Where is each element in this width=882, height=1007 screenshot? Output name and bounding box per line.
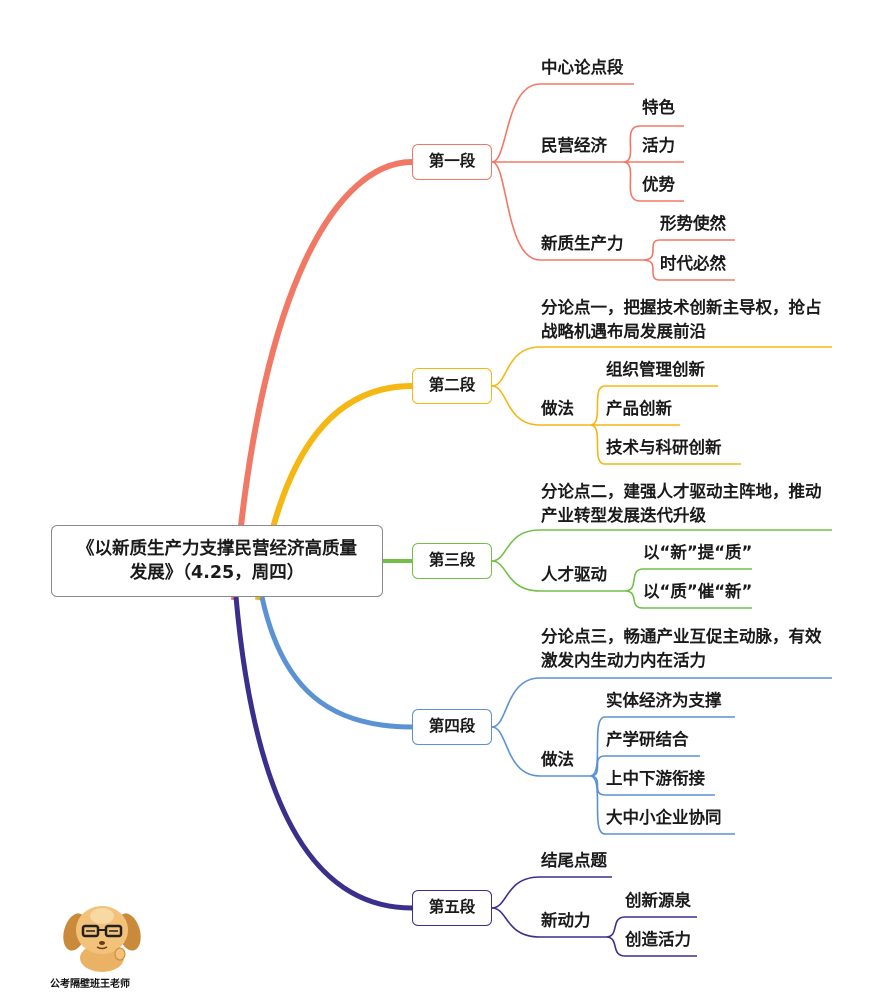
section-3-node: 第三段 bbox=[412, 543, 492, 579]
s2-link-method bbox=[491, 385, 590, 426]
s3-sub-talent bbox=[624, 568, 752, 609]
s1-sub-economy bbox=[622, 125, 684, 202]
s2-tech-innovation: 技术与科研创新 bbox=[606, 438, 722, 457]
trunk-4 bbox=[259, 596, 413, 730]
s1-advantage: 优势 bbox=[642, 175, 675, 194]
s4-link-point bbox=[491, 677, 832, 728]
s4-industry-academia: 产学研结合 bbox=[606, 730, 689, 749]
cartoon-dog-with-glasses-icon bbox=[63, 906, 141, 972]
s1-private-economy: 民营经济 bbox=[541, 136, 607, 155]
s1-new-productivity: 新质生产力 bbox=[541, 234, 624, 253]
trunk-5 bbox=[233, 596, 413, 911]
root-topic: 《以新质生产力支撑民营经济高质量 发展》（4.25，周四） bbox=[51, 525, 383, 597]
s1-sub-newforce bbox=[642, 239, 735, 281]
s4-supply-chain: 上中下游衔接 bbox=[606, 769, 705, 788]
s4-real-economy: 实体经济为支撑 bbox=[606, 691, 722, 710]
s5-ending: 结尾点题 bbox=[541, 851, 607, 870]
s2-product-innovation: 产品创新 bbox=[606, 399, 672, 418]
s3-new-quality: 以“新”提“质” bbox=[643, 543, 753, 562]
s1-era: 时代必然 bbox=[660, 254, 726, 273]
s5-link-newpower bbox=[491, 907, 606, 938]
s2-link-point bbox=[491, 346, 832, 387]
s2-sub-argument: 分论点一，把握技术创新主导权，抢占战略机遇布局发展前沿 bbox=[541, 298, 822, 341]
s4-method: 做法 bbox=[541, 750, 574, 769]
s2-method: 做法 bbox=[541, 399, 574, 418]
root-title-line2: 发展》（4.25，周四） bbox=[129, 563, 305, 583]
s3-link-talent bbox=[491, 560, 625, 592]
s5-creative-vitality: 创造活力 bbox=[625, 930, 691, 949]
s5-innovation-source: 创新源泉 bbox=[625, 891, 691, 910]
section-4-node: 第四段 bbox=[412, 709, 492, 745]
s1-situation: 形势使然 bbox=[660, 214, 726, 233]
section-2-node: 第二段 bbox=[412, 368, 492, 404]
s2-sub-method bbox=[589, 385, 741, 465]
s1-feature: 特色 bbox=[642, 98, 675, 117]
s4-enterprise-synergy: 大中小企业协同 bbox=[606, 808, 722, 827]
s1-center-argument: 中心论点段 bbox=[541, 58, 624, 77]
s5-sub-newpower bbox=[605, 916, 697, 957]
root-title-line1: 《以新质生产力支撑民营经济高质量 bbox=[77, 539, 357, 559]
s3-quality-new: 以“质”催“新” bbox=[643, 582, 753, 601]
s3-link-point bbox=[491, 529, 832, 562]
s5-link-ending bbox=[491, 876, 612, 909]
section-5-node: 第五段 bbox=[412, 890, 492, 926]
s1-link-newforce bbox=[491, 161, 643, 261]
s4-sub-argument: 分论点三，畅通产业互促主动脉，有效激发内生动力内在活力 bbox=[541, 627, 822, 670]
s1-vitality: 活力 bbox=[642, 136, 675, 155]
s3-sub-argument: 分论点二，建强人才驱动主阵地，推动产业转型发展迭代升级 bbox=[541, 482, 822, 525]
s4-link-method bbox=[491, 726, 590, 777]
s1-link-center bbox=[491, 83, 634, 163]
s4-sub-method bbox=[589, 716, 735, 835]
credit-text: 公考隔壁班王老师 bbox=[50, 979, 130, 990]
s3-talent-drive: 人才驱动 bbox=[541, 565, 607, 584]
trunk-1 bbox=[231, 159, 413, 601]
s5-new-power: 新动力 bbox=[541, 911, 591, 930]
section-1-node: 第一段 bbox=[412, 144, 492, 180]
s2-org-innovation: 组织管理创新 bbox=[606, 360, 705, 379]
